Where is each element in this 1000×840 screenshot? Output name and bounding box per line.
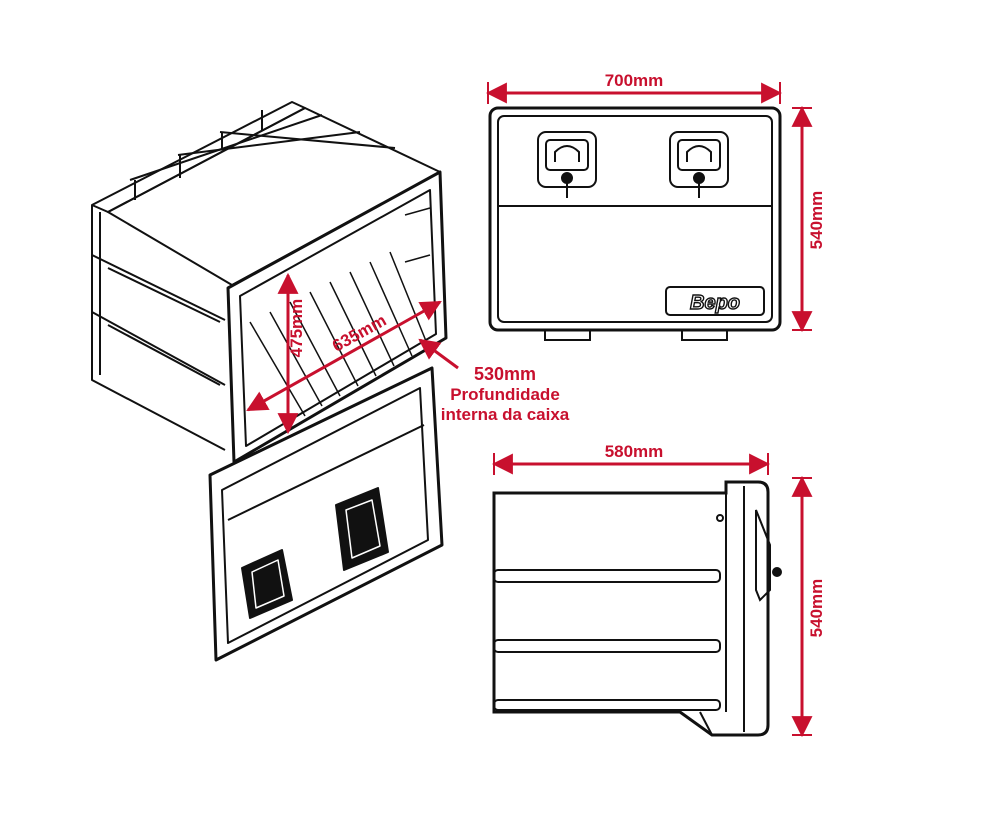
front-foot-right — [681, 330, 728, 341]
brand-logo: Bepo — [690, 292, 740, 314]
box-side-ribs — [91, 101, 396, 451]
brand-badge — [665, 286, 765, 316]
front-lock-left-icon — [537, 131, 597, 198]
side-outline — [492, 480, 770, 737]
door-lock-left — [241, 549, 293, 619]
side-rib-1 — [493, 569, 721, 583]
side-latch-icon — [755, 509, 771, 602]
side-height-label: 540mm — [807, 579, 826, 638]
door-lock-right — [335, 487, 389, 571]
side-depth-label: 580mm — [605, 442, 664, 461]
front-lock-right-icon — [669, 131, 729, 198]
iso-depth-caption-line1: Profundidade — [450, 385, 560, 404]
front-width-label: 700mm — [605, 71, 664, 90]
iso-depth-value: 530mm — [474, 364, 536, 384]
side-rib-3 — [493, 699, 721, 711]
front-outline — [488, 106, 782, 332]
side-rib-2 — [493, 639, 721, 653]
front-foot-left — [544, 330, 591, 341]
box-top — [107, 107, 441, 286]
front-view — [488, 106, 782, 341]
front-height-label: 540mm — [807, 191, 826, 250]
iso-width-dimension-line — [246, 300, 442, 412]
iso-height-label: 475mm — [287, 299, 306, 358]
isometric-open-box — [91, 101, 448, 662]
iso-depth-pointer — [418, 338, 459, 370]
side-view — [492, 480, 782, 737]
iso-depth-caption-line2: interna da caixa — [441, 405, 570, 424]
